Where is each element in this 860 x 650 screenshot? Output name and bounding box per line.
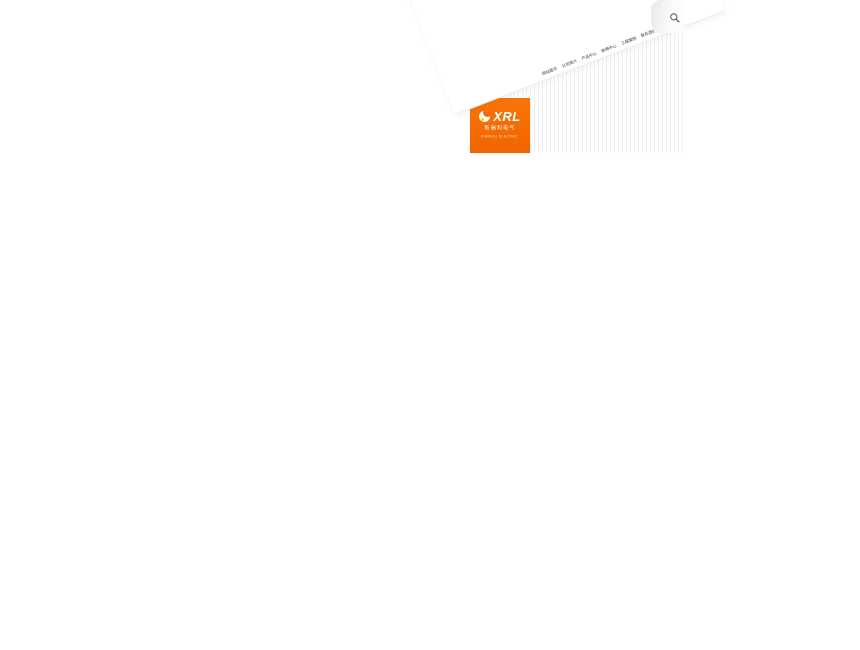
nav-item-home[interactable]: 网站首页: [541, 66, 559, 77]
search-icon: [670, 13, 680, 23]
logo-tagline: XINRUILI ELECTRIC: [481, 135, 519, 139]
brand-logo-block[interactable]: XRL 新瑞利电气 XINRUILI ELECTRIC: [470, 98, 530, 153]
nav-item-news[interactable]: 新闻中心: [600, 43, 618, 54]
logo-text: XRL: [493, 109, 521, 124]
nav-item-cases[interactable]: 工程案例: [620, 36, 638, 47]
logo-phoenix-icon: [479, 111, 491, 122]
search-button[interactable]: [651, 0, 685, 33]
nav-item-products[interactable]: 产品中心: [581, 51, 598, 62]
nav-item-about[interactable]: 公司简介: [561, 59, 578, 69]
logo-row: XRL: [479, 110, 521, 123]
logo-subtitle: 新瑞利电气: [484, 125, 516, 131]
